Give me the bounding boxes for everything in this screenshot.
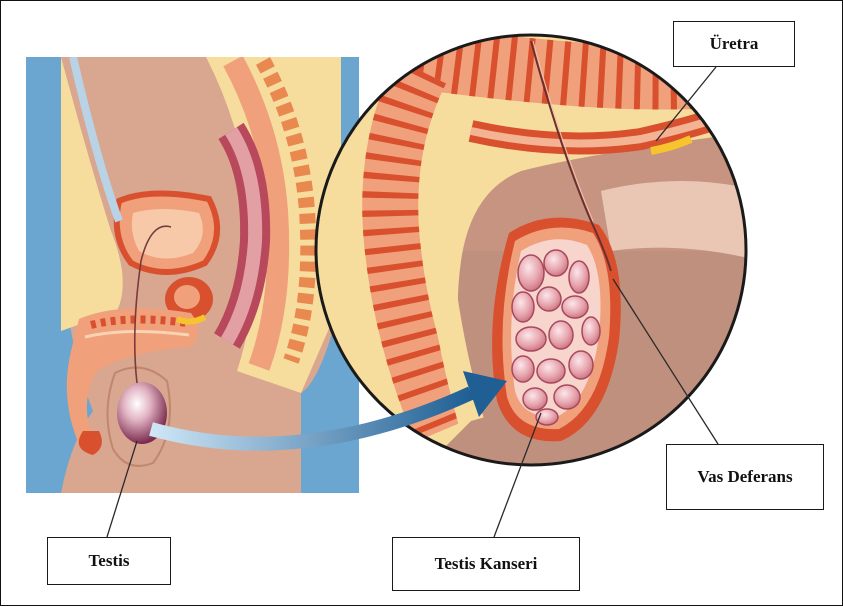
uretra-label-text: Üretra — [710, 34, 759, 54]
testis-kanseri-label: Testis Kanseri — [392, 537, 580, 591]
uretra-label: Üretra — [673, 21, 795, 67]
testis-kanseri-label-text: Testis Kanseri — [435, 554, 538, 574]
vas-deferans-label: Vas Deferans — [666, 444, 824, 510]
testis-label: Testis — [47, 537, 171, 585]
testis-label-text: Testis — [89, 551, 130, 571]
left-anatomy-panel — [26, 57, 359, 493]
vas-deferans-label-text: Vas Deferans — [697, 467, 792, 487]
